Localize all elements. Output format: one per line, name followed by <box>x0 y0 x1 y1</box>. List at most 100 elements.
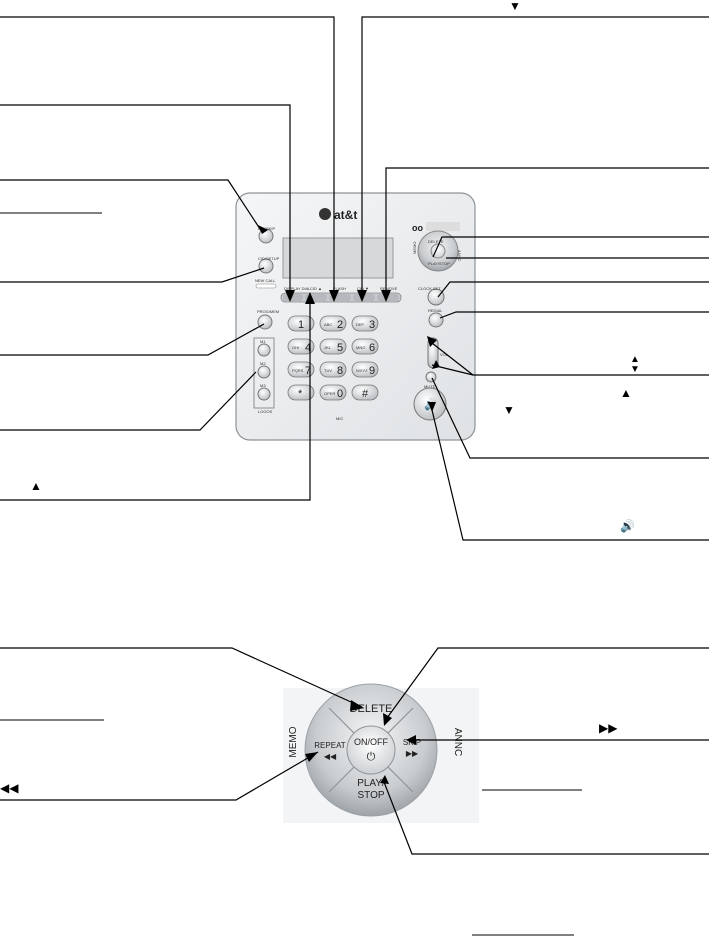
keypad-letters: TUV <box>324 368 332 373</box>
memory-button-3[interactable] <box>257 387 271 401</box>
display-dial-key[interactable] <box>283 294 303 301</box>
mini-delete-label: DELETE <box>428 239 444 244</box>
repeat-icon: ◀◀ <box>324 752 337 761</box>
keypad-digit: 8 <box>337 365 343 377</box>
phone-base: at&t oo DIR/SKIP CID/SETUP NEW CALL DISP… <box>235 192 476 441</box>
brand-logo: at&t <box>334 208 357 222</box>
redial-button[interactable] <box>428 312 444 328</box>
callout-display-dial <box>0 104 291 296</box>
arrowhead <box>381 290 391 302</box>
callout-cid-up <box>0 298 311 501</box>
callout-clock <box>437 281 709 298</box>
arrowhead <box>406 735 416 745</box>
mute-label: MUTE <box>424 384 436 389</box>
callout-delete <box>0 647 363 708</box>
memory-label-2: M2 <box>260 361 266 366</box>
keypad-key-5[interactable] <box>319 338 347 355</box>
memory-key-frame <box>253 337 275 409</box>
cid-setup-button[interactable] <box>258 258 274 274</box>
keypad-key-3[interactable] <box>351 315 379 332</box>
speaker-symbol: 🔊 <box>620 518 635 533</box>
keypad-letters: OPER <box>324 391 335 396</box>
keypad-key-9[interactable] <box>351 361 379 378</box>
keypad-letters: GHI <box>292 345 299 350</box>
cid-setup-label: CID/SETUP <box>258 256 280 261</box>
clock-set-button[interactable] <box>427 288 445 306</box>
callout-repeat <box>0 751 319 801</box>
arrowhead <box>258 225 268 234</box>
on-off-button[interactable] <box>346 725 396 775</box>
keypad-key-7[interactable] <box>287 361 315 378</box>
dir-button-label: DIR/SKIP <box>258 226 275 231</box>
keypad-letters: MNO <box>356 345 365 350</box>
att-globe-icon <box>319 208 331 220</box>
keypad-key-8[interactable] <box>319 361 347 378</box>
keypad-key-*[interactable] <box>287 384 315 401</box>
memory-button-1[interactable] <box>257 343 271 357</box>
remove-label: REMOVE <box>380 286 398 291</box>
arrowhead <box>329 290 339 302</box>
prog-mem-button[interactable] <box>257 314 273 330</box>
answering-pad-panel: DELETE ON/OFF ⏻ REPEAT ◀◀ SKIP ▶▶ PLAY/ … <box>283 683 479 823</box>
mute-button[interactable] <box>425 371 437 383</box>
keypad-key-1[interactable] <box>287 315 315 332</box>
down-symbol: ▼ <box>630 364 640 375</box>
keypad-digit: 4 <box>305 342 311 354</box>
lcd-display <box>282 237 394 279</box>
arrowhead <box>428 402 436 412</box>
skip-icon: ▶▶ <box>406 749 419 758</box>
down-arrow-symbol-2: ▼ <box>503 403 515 417</box>
keypad-digit: 3 <box>369 319 375 331</box>
memory-label-1: M1 <box>260 339 266 344</box>
annc-label: ANNC <box>452 728 463 756</box>
top-arrowheads <box>258 225 440 412</box>
keypad-letters: WXYZ <box>356 368 368 373</box>
keypad-key-0[interactable] <box>319 384 347 401</box>
keypad-letters: ABC <box>324 322 332 327</box>
callout-on-off <box>386 647 709 719</box>
keypad-key-4[interactable] <box>287 338 315 355</box>
volume-label: VOL <box>440 352 449 357</box>
callout-memory <box>0 371 257 431</box>
arrowhead <box>427 336 437 347</box>
top-callout-lines <box>0 16 709 541</box>
keypad-key-6[interactable] <box>351 338 379 355</box>
mic-label: MIC <box>336 416 343 421</box>
arrowhead <box>432 360 440 369</box>
bottom-arrowheads <box>305 700 416 784</box>
callout-flash <box>0 16 335 296</box>
keypad-digit: * <box>298 388 303 400</box>
mini-play-label: PLAY/STOP <box>428 261 450 266</box>
callout-play-stop <box>383 781 709 855</box>
arrowhead <box>350 700 364 711</box>
up-arrow-symbol: ▲ <box>620 386 632 400</box>
play-stop-label-1: PLAY/ <box>357 778 385 789</box>
prog-mem-label: PROG/MEM <box>257 309 279 314</box>
up-symbol: ▲ <box>630 354 640 365</box>
keypad-key-#[interactable] <box>351 384 379 401</box>
keypad-digit: 9 <box>369 365 375 377</box>
rewind-arrows-symbol: ◀◀ <box>0 781 19 795</box>
clock-set-label: CLOCK SET <box>418 286 441 291</box>
keypad-digit: 7 <box>305 365 311 377</box>
flash-label: FLASH <box>333 286 346 291</box>
callout-answer-pad <box>432 236 709 258</box>
remove-key[interactable] <box>377 294 399 301</box>
arrowhead <box>305 752 318 762</box>
memory-caption: LOGOS <box>258 409 273 414</box>
display-dial-label: DISPLAY DIAL <box>284 286 311 291</box>
memory-button-2[interactable] <box>257 365 271 379</box>
cid-down-label: CID ▼ <box>357 286 369 291</box>
keypad-key-2[interactable] <box>319 315 347 332</box>
memory-label-3: M3 <box>260 383 266 388</box>
answering-system-badge <box>426 222 460 231</box>
repeat-label: REPEAT <box>314 741 346 750</box>
keypad-digit: 6 <box>369 342 375 354</box>
keypad-digit: 5 <box>337 342 343 354</box>
cid-up-symbol: ▲ <box>30 479 42 493</box>
callout-speaker <box>431 409 709 541</box>
cid-down-key[interactable] <box>353 294 375 301</box>
keypad-digit: 1 <box>298 319 304 331</box>
memo-label: MEMO <box>288 726 299 757</box>
